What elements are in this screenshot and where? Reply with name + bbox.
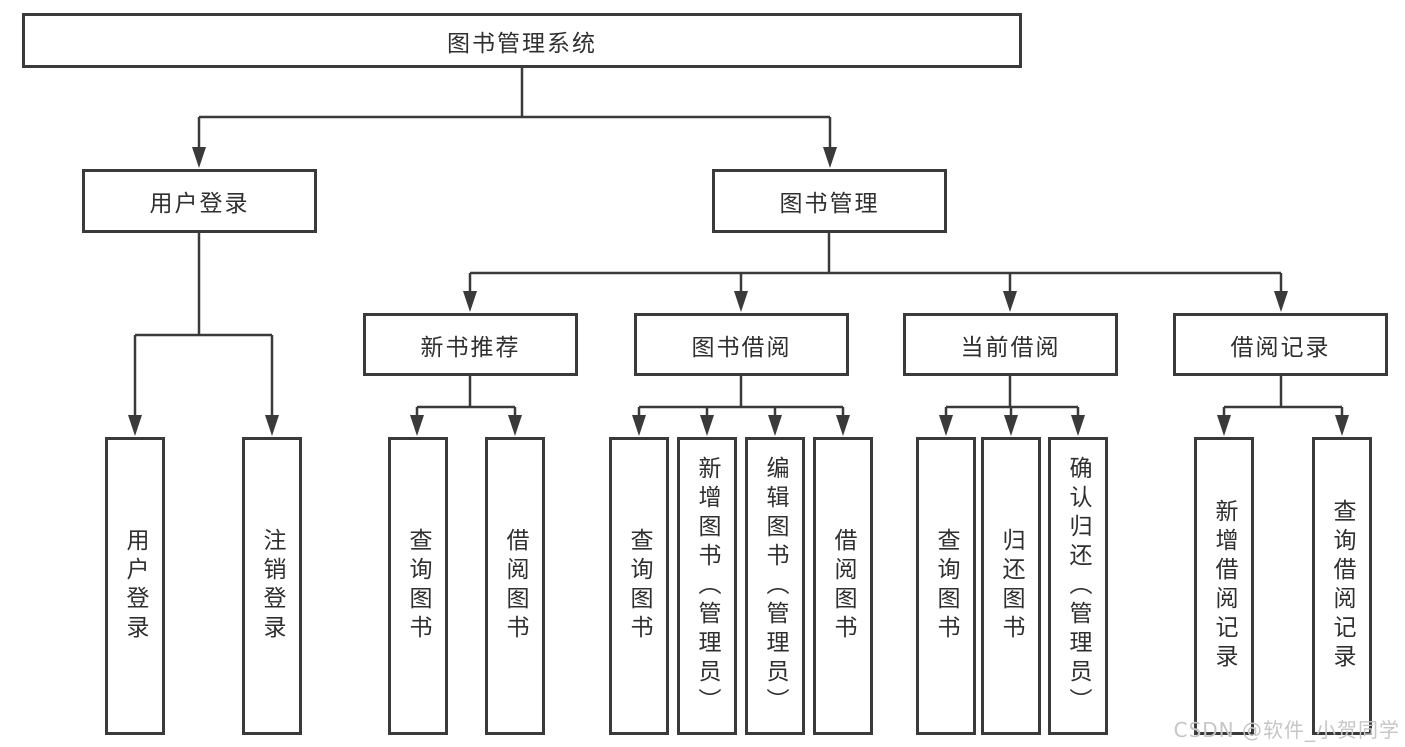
connector-newbooks-to-children — [417, 376, 515, 409]
leaf-borrowing-add-books-admin: 新增图书（管理员） — [677, 437, 737, 735]
leaf-newbooks-query-books: 查询图书 — [388, 437, 448, 735]
connector-userlogin-to-children — [135, 233, 272, 337]
leaf-current-query-books: 查询图书 — [916, 437, 976, 735]
connector-currentborrow-to-children — [946, 376, 1078, 409]
node-library-system: 图书管理系统 — [22, 13, 1022, 68]
leaf-current-confirm-return-admin: 确认归还（管理员） — [1048, 437, 1108, 735]
leaf-newbooks-borrow-books: 借阅图书 — [485, 437, 545, 735]
connector-borrowrecords-to-children — [1224, 376, 1342, 409]
node-borrowing-records: 借阅记录 — [1173, 313, 1388, 376]
connector-root-to-level2 — [199, 68, 830, 119]
leaf-borrowing-edit-books-admin: 编辑图书（管理员） — [745, 437, 805, 735]
connector-bookborrow-to-children — [639, 376, 843, 409]
arrowheads-group — [128, 117, 1349, 436]
leaf-user-login: 用户登录 — [105, 437, 165, 735]
leaf-current-return-books: 归还图书 — [981, 437, 1041, 735]
leaf-records-add-record: 新增借阅记录 — [1194, 437, 1254, 735]
node-current-borrowing: 当前借阅 — [903, 313, 1118, 376]
leaf-logout: 注销登录 — [242, 437, 302, 735]
node-book-borrowing: 图书借阅 — [634, 313, 849, 376]
leaf-borrowing-query-books: 查询图书 — [609, 437, 669, 735]
node-user-login: 用户登录 — [82, 169, 317, 233]
leaf-records-query-record: 查询借阅记录 — [1312, 437, 1372, 735]
connector-bookmgmt-to-level3 — [470, 233, 1281, 275]
node-book-management: 图书管理 — [712, 169, 947, 233]
leaf-borrowing-borrow-books: 借阅图书 — [813, 437, 873, 735]
node-new-book-recommend: 新书推荐 — [363, 313, 578, 376]
csdn-watermark: CSDN @软件_小贺同学 — [1173, 718, 1400, 742]
